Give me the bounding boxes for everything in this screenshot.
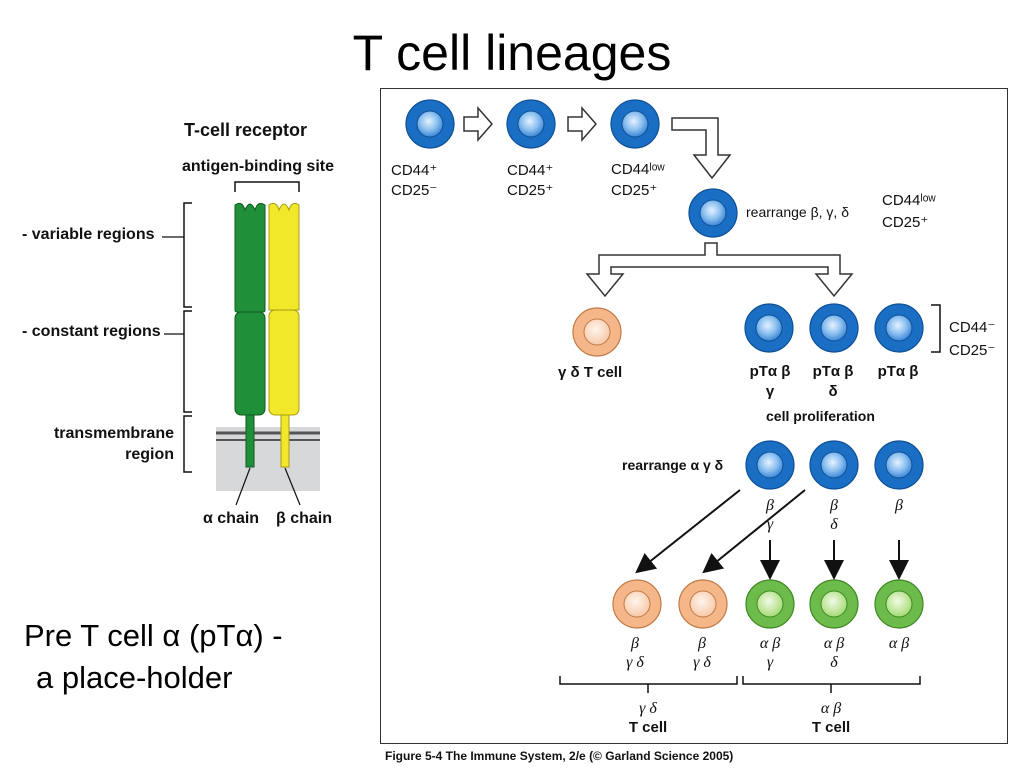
mid3-label: β bbox=[895, 497, 903, 514]
pta-bd-label-1: pTα β bbox=[812, 363, 854, 380]
cell3-label-2: CD25⁺ bbox=[611, 182, 658, 199]
blue-cell bbox=[874, 440, 924, 490]
cd25m-label: CD25⁻ bbox=[949, 342, 996, 359]
receptor-heading: T-cell receptor bbox=[184, 120, 308, 140]
blue-cell bbox=[405, 99, 455, 149]
mid2-label-1: β bbox=[830, 497, 838, 514]
final4-label-1: α β bbox=[823, 635, 845, 652]
final2-label-1: β bbox=[698, 635, 706, 652]
blue-cell bbox=[874, 303, 924, 353]
final5-label: α β bbox=[888, 635, 910, 652]
ab-bottom-label-2: T cell bbox=[811, 719, 851, 736]
membrane bbox=[216, 427, 320, 491]
constant-label: - constant regions bbox=[22, 323, 161, 340]
mid2-label-2: δ bbox=[830, 516, 838, 533]
blue-cell bbox=[506, 99, 556, 149]
blue-cell bbox=[610, 99, 660, 149]
blue-cell bbox=[809, 440, 859, 490]
orange-cell bbox=[612, 579, 662, 629]
arrow-1 bbox=[463, 106, 493, 142]
final1-label-1: β bbox=[631, 635, 639, 652]
pre-t-cell-note: Pre T cell α (pTα) - a place-holder bbox=[24, 615, 283, 699]
pta-bg-label-1: pTα β bbox=[749, 363, 791, 380]
cell1-label-1: CD44⁺ bbox=[391, 162, 438, 179]
ab-bottom-label-1: α β bbox=[820, 700, 842, 717]
final4-label-2: δ bbox=[830, 654, 838, 671]
split-arrow bbox=[585, 242, 854, 298]
pta-bd-label-2: δ bbox=[828, 383, 838, 400]
variable-label: - variable regions bbox=[22, 226, 155, 243]
pta-bg-label-2: γ bbox=[765, 383, 775, 400]
green-cell bbox=[874, 579, 924, 629]
cell2-label-1: CD44⁺ bbox=[507, 162, 554, 179]
antigen-site-label: antigen-binding site bbox=[182, 158, 334, 175]
blue-cell bbox=[809, 303, 859, 353]
cell-proliferation-label: cell proliferation bbox=[766, 408, 875, 424]
beta-chain bbox=[268, 202, 300, 468]
alpha-chain-label: α chain bbox=[203, 510, 260, 527]
arrow-3 bbox=[671, 117, 732, 180]
mid1-label-1: β bbox=[766, 497, 774, 514]
gd-bottom-label-2: T cell bbox=[628, 719, 668, 736]
cell1-label-2: CD25⁻ bbox=[391, 182, 438, 199]
cell2-label-2: CD25⁺ bbox=[507, 182, 554, 199]
green-cell bbox=[745, 579, 795, 629]
cell3-label-1: CD44ˡᵒʷ bbox=[611, 161, 665, 178]
orange-cell bbox=[572, 307, 622, 357]
blue-cell bbox=[688, 188, 738, 238]
note-line-2: a place-holder bbox=[36, 660, 233, 695]
cell4-label-2: CD25⁺ bbox=[882, 214, 929, 231]
mid1-label-2: γ bbox=[766, 516, 774, 533]
lineage-figure bbox=[380, 88, 1008, 744]
blue-cell bbox=[744, 303, 794, 353]
note-line-1: Pre T cell α (pTα) - bbox=[24, 618, 283, 653]
gd-bottom-label-1: γ δ bbox=[639, 700, 657, 717]
final1-label-2: γ δ bbox=[626, 654, 644, 671]
rearrange-bgd-label: rearrange β, γ, δ bbox=[746, 204, 849, 220]
transmembrane-label-1: transmembrane bbox=[53, 425, 174, 442]
gd-tcell-label: γ δ T cell bbox=[558, 364, 623, 381]
alpha-chain bbox=[234, 202, 266, 468]
green-cell bbox=[809, 579, 859, 629]
arrow-2 bbox=[567, 106, 597, 142]
figure-caption: Figure 5-4 The Immune System, 2/e (© Gar… bbox=[385, 749, 734, 763]
final3-label-1: α β bbox=[759, 635, 781, 652]
orange-cell bbox=[678, 579, 728, 629]
pta-b-label: pTα β bbox=[877, 363, 919, 380]
rearrange-agd-label: rearrange α γ δ bbox=[622, 457, 724, 473]
cd44m-label: CD44⁻ bbox=[949, 319, 996, 336]
blue-cell bbox=[745, 440, 795, 490]
cell4-label-1: CD44ˡᵒʷ bbox=[882, 192, 936, 209]
final2-label-2: γ δ bbox=[693, 654, 711, 671]
final3-label-2: γ bbox=[766, 654, 774, 671]
slide-title: T cell lineages bbox=[352, 25, 672, 81]
beta-chain-label: β chain bbox=[276, 510, 332, 527]
transmembrane-label-2: region bbox=[125, 446, 174, 463]
